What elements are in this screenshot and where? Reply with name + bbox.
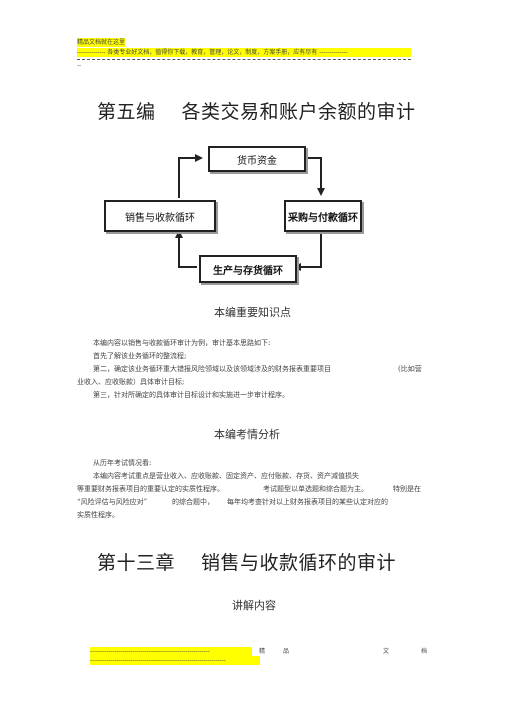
section2-line-3b: 考试题型以单选题和综合题为主。 bbox=[263, 485, 368, 493]
section2-line-3a: 等重要财务报表项目的重要认定的实质性程序。 bbox=[77, 485, 224, 493]
section1-line-3-tail: (比如营 bbox=[398, 365, 422, 373]
section-key-points-title: 本编重要知识点 bbox=[214, 306, 291, 319]
section2-line-1: 从历年考试情况看: bbox=[93, 459, 152, 467]
part-title: 第五编 各类交易和账户余额的审计 bbox=[97, 101, 416, 123]
section1-line-3: 第二，确定该业务循环重大错报风险领域以及该领域涉及的财务报表重要项目 bbox=[93, 365, 331, 373]
footer-char-4: 档 bbox=[421, 648, 428, 655]
footer-dashes-2: ----------------------------------------… bbox=[90, 656, 260, 665]
section2-line-5: 实质性程序。 bbox=[77, 511, 119, 519]
section2-line-4a: “风险评估与风险应对” bbox=[77, 498, 148, 506]
box-purchase-payment-cycle: 采购与付款循环 bbox=[284, 200, 362, 232]
section2-line-3c: 特别是在 bbox=[393, 485, 421, 493]
footer-dashes: ----------------------------------------… bbox=[90, 647, 252, 656]
header-dash-tail: -- bbox=[77, 62, 82, 69]
box-sales-collection-cycle: 销售与收款循环 bbox=[104, 200, 216, 232]
section2-line-4c: 每年均考查针对以上财务报表项目的某些认定对应的 bbox=[227, 498, 388, 506]
section1-line-5: 第三，针对所确定的具体审计目标设计和实施进一步审计程序。 bbox=[93, 391, 289, 399]
chapter-subtitle: 讲解内容 bbox=[232, 599, 276, 612]
arrow-right-to-bottom bbox=[293, 230, 322, 271]
footer-char-3: 文 bbox=[383, 648, 390, 655]
footer-char-1: 精 bbox=[259, 648, 266, 655]
arrow-top-to-right bbox=[304, 157, 325, 196]
cycle-diagram-arrows bbox=[175, 154, 325, 271]
section2-line-2: 本编内容考试重点是营业收入、应收账款、固定资产、应付账款、存货、资产减值损失 bbox=[93, 472, 359, 480]
box-cash: 货币资金 bbox=[208, 146, 306, 172]
section1-line-4: 业收入、应收账款）具体审计目标; bbox=[77, 378, 185, 386]
footer-char-2: 品 bbox=[283, 648, 290, 655]
section1-line-1: 本编内容以销售与收款循环审计为例，审计基本思路如下: bbox=[93, 339, 271, 347]
section-exam-analysis-title: 本编考情分析 bbox=[214, 428, 280, 441]
section1-line-2: 首先了解该业务循环的整流程; bbox=[93, 352, 187, 360]
arrow-left-to-top bbox=[178, 154, 203, 198]
section2-line-4b: 的综合题中， bbox=[172, 498, 214, 506]
header-note: 精品文档就在这里 bbox=[77, 38, 126, 47]
box-production-inventory-cycle: 生产与存货循环 bbox=[199, 255, 297, 283]
header-banner: -------------- 各类专业好文档，值得你下载，教育，管理，论文，制度… bbox=[77, 48, 411, 57]
chapter-title: 第十三章 销售与收款循环的审计 bbox=[97, 552, 397, 574]
arrow-bottom-to-left bbox=[175, 230, 197, 268]
header-divider bbox=[77, 59, 411, 60]
